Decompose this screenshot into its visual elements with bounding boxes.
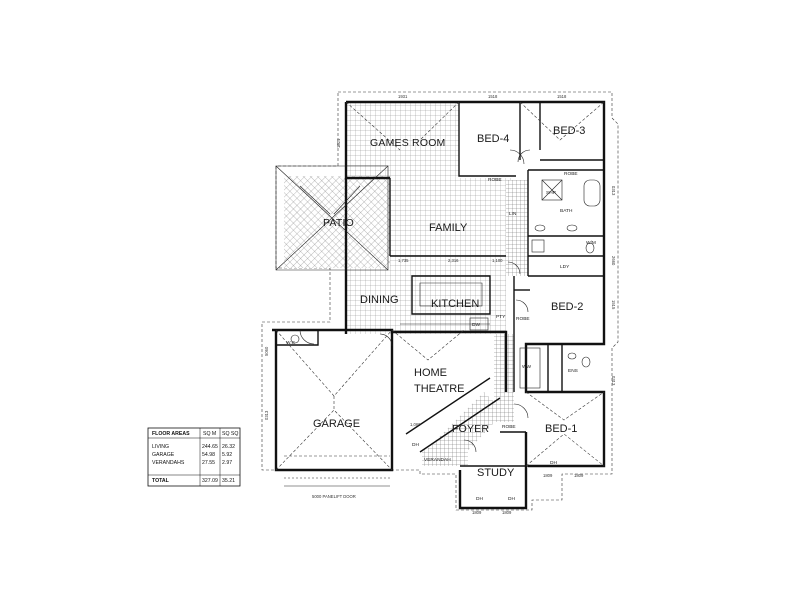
room-bed1: BED-1 bbox=[545, 423, 577, 435]
fa-row-sq: 2.97 bbox=[222, 460, 232, 466]
fa-col-1: SQ M bbox=[203, 431, 216, 437]
floor-areas-table: FLOOR AREAS SQ M SQ SQ LIVING 244.65 26.… bbox=[147, 427, 241, 487]
label-garage-door: 5000 PANELIFT DOOR bbox=[312, 494, 356, 499]
dim-bottom-4: 1809 bbox=[574, 473, 584, 478]
room-ww: WW bbox=[522, 364, 532, 370]
fa-row-sqm: 244.65 bbox=[202, 444, 218, 450]
room-ens: ENS bbox=[568, 368, 578, 374]
interior-walls bbox=[276, 102, 604, 467]
roof-outline bbox=[261, 91, 619, 511]
label-shower: SHR bbox=[546, 190, 557, 196]
dim-bottom-2: 1809 bbox=[502, 510, 512, 515]
room-verandah: VERANDAH bbox=[424, 457, 451, 463]
fa-row-name: LIVING bbox=[152, 444, 169, 450]
fixture-labels: LIN ROBE ROBE ROBE ROBE PTY SHR W/M DW D… bbox=[312, 171, 596, 502]
room-wc: W.C bbox=[286, 340, 296, 346]
dim-mid-3: 1,100 bbox=[492, 258, 503, 263]
label-dw: DW bbox=[472, 322, 480, 328]
dim-right-1: 0313 bbox=[611, 186, 616, 196]
dimension-labels: 1931 1518 1518 0313 2660 1515 0313 1821 … bbox=[264, 94, 616, 515]
dim-right-3: 1515 bbox=[611, 300, 616, 310]
fa-row-name: VERANDAHS bbox=[152, 460, 185, 466]
room-patio: PATIO bbox=[323, 217, 354, 229]
label-wm: W/M bbox=[586, 240, 596, 246]
patio-roof bbox=[275, 165, 389, 271]
room-bath: BATH bbox=[560, 208, 573, 214]
fixtures bbox=[290, 179, 601, 389]
label-robe-1: ROBE bbox=[488, 177, 502, 183]
room-kitchen: KITCHEN bbox=[431, 298, 479, 310]
room-dining: DINING bbox=[360, 294, 399, 306]
label-dh-3: DH bbox=[508, 496, 515, 502]
fa-title: FLOOR AREAS bbox=[152, 431, 190, 437]
dim-left-1: 1821 bbox=[336, 138, 341, 148]
fa-row-name: GARAGE bbox=[152, 452, 175, 458]
dim-right-2: 2660 bbox=[611, 256, 616, 266]
room-family: FAMILY bbox=[429, 222, 468, 234]
room-games: GAMES ROOM bbox=[370, 137, 446, 149]
fa-col-2: SQ SQ bbox=[222, 431, 238, 437]
door-swings bbox=[299, 149, 531, 453]
label-dh-2: DH bbox=[476, 496, 483, 502]
dim-right-4: 0313 bbox=[611, 376, 616, 386]
dim-left-3: 0313 bbox=[264, 410, 269, 420]
room-garage: GARAGE bbox=[313, 418, 360, 430]
dim-top-3: 1518 bbox=[557, 94, 567, 99]
tiled-floor bbox=[284, 102, 528, 466]
room-theatre-2: THEATRE bbox=[414, 383, 465, 395]
room-foyer: FOYER bbox=[452, 423, 489, 435]
label-robe-2: ROBE bbox=[564, 171, 578, 177]
dim-mid-4: 1,060 bbox=[410, 422, 421, 427]
fa-row-sqm: 27.55 bbox=[202, 460, 215, 466]
garage-roof bbox=[275, 329, 393, 487]
dim-mid-1: 1,735 bbox=[398, 258, 409, 263]
dim-top-1: 1931 bbox=[398, 94, 408, 99]
fa-row-sqm: 54.98 bbox=[202, 452, 215, 458]
label-dh-4: DH bbox=[550, 460, 557, 466]
fa-row-sq: 26.32 bbox=[222, 444, 235, 450]
fa-row-sq: 5.92 bbox=[222, 452, 232, 458]
dim-mid-2: 2,316 bbox=[448, 258, 459, 263]
label-dh-1: DH bbox=[412, 442, 419, 448]
dim-bottom-3: 1809 bbox=[543, 473, 553, 478]
room-bed4: BED-4 bbox=[477, 133, 509, 145]
room-bed2: BED-2 bbox=[551, 301, 583, 313]
room-ldy: LDY bbox=[560, 264, 570, 270]
label-lin: LIN bbox=[509, 211, 517, 217]
room-labels: GAMES ROOM BED-4 BED-3 PATIO FAMILY DINI… bbox=[286, 125, 585, 479]
dim-bottom-1: 1809 bbox=[472, 510, 482, 515]
label-robe-4: ROBE bbox=[502, 424, 516, 430]
room-study: STUDY bbox=[477, 467, 515, 479]
label-pty: PTY bbox=[496, 314, 506, 320]
fa-total-sq: 35.21 bbox=[222, 478, 235, 484]
dim-left-2: 5060 bbox=[264, 346, 269, 356]
label-robe-3: ROBE bbox=[516, 316, 530, 322]
room-theatre-1: HOME bbox=[414, 367, 447, 379]
roof-hips bbox=[345, 101, 605, 467]
fa-total-label: TOTAL bbox=[152, 478, 170, 484]
fa-total-sqm: 327.09 bbox=[202, 478, 218, 484]
room-bed3: BED-3 bbox=[553, 125, 585, 137]
dim-top-2: 1518 bbox=[488, 94, 498, 99]
